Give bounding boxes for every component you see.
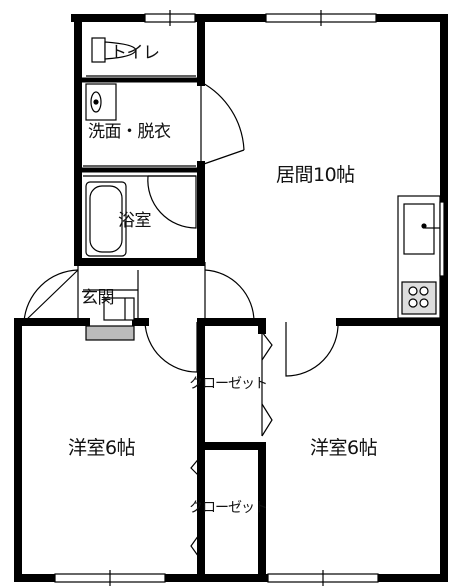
closet-doors (190, 331, 273, 561)
door-bedroom-left-swing (144, 321, 198, 373)
door-bathroom-swing (147, 175, 197, 229)
bathtub (85, 181, 127, 257)
doors (23, 81, 339, 377)
shoe-cabinet (103, 297, 135, 321)
door-entrance-swing (23, 269, 79, 323)
western-room-left-label: 洋室6帖 (68, 437, 136, 459)
closet-upper-label: クローゼット (189, 376, 268, 392)
door-washroom-swing (200, 81, 245, 151)
closet-lower-label: クローゼット (189, 500, 268, 516)
door-bedroom-right-swing (285, 321, 339, 377)
thin-walls (78, 77, 201, 173)
bathroom-label: 浴室 (118, 211, 152, 231)
living-room-label: 居間10帖 (276, 164, 355, 186)
kitchen-sink (403, 203, 435, 255)
stove (401, 281, 437, 315)
western-room-right-label: 洋室6帖 (310, 437, 378, 459)
kitchen-counter (397, 195, 445, 319)
entrance-step (85, 325, 135, 341)
toilet-tank (91, 37, 106, 63)
entrance-label: 玄関 (81, 288, 115, 308)
washroom-label: 洗面・脱衣 (88, 122, 171, 142)
toilet-fixture (91, 37, 137, 63)
door-hall-swing (204, 269, 255, 323)
windows (54, 10, 379, 586)
toilet-label: トイレ (110, 43, 160, 63)
washbasin (85, 83, 117, 121)
entrance-features (85, 297, 135, 341)
toilet-bowl (104, 41, 137, 60)
